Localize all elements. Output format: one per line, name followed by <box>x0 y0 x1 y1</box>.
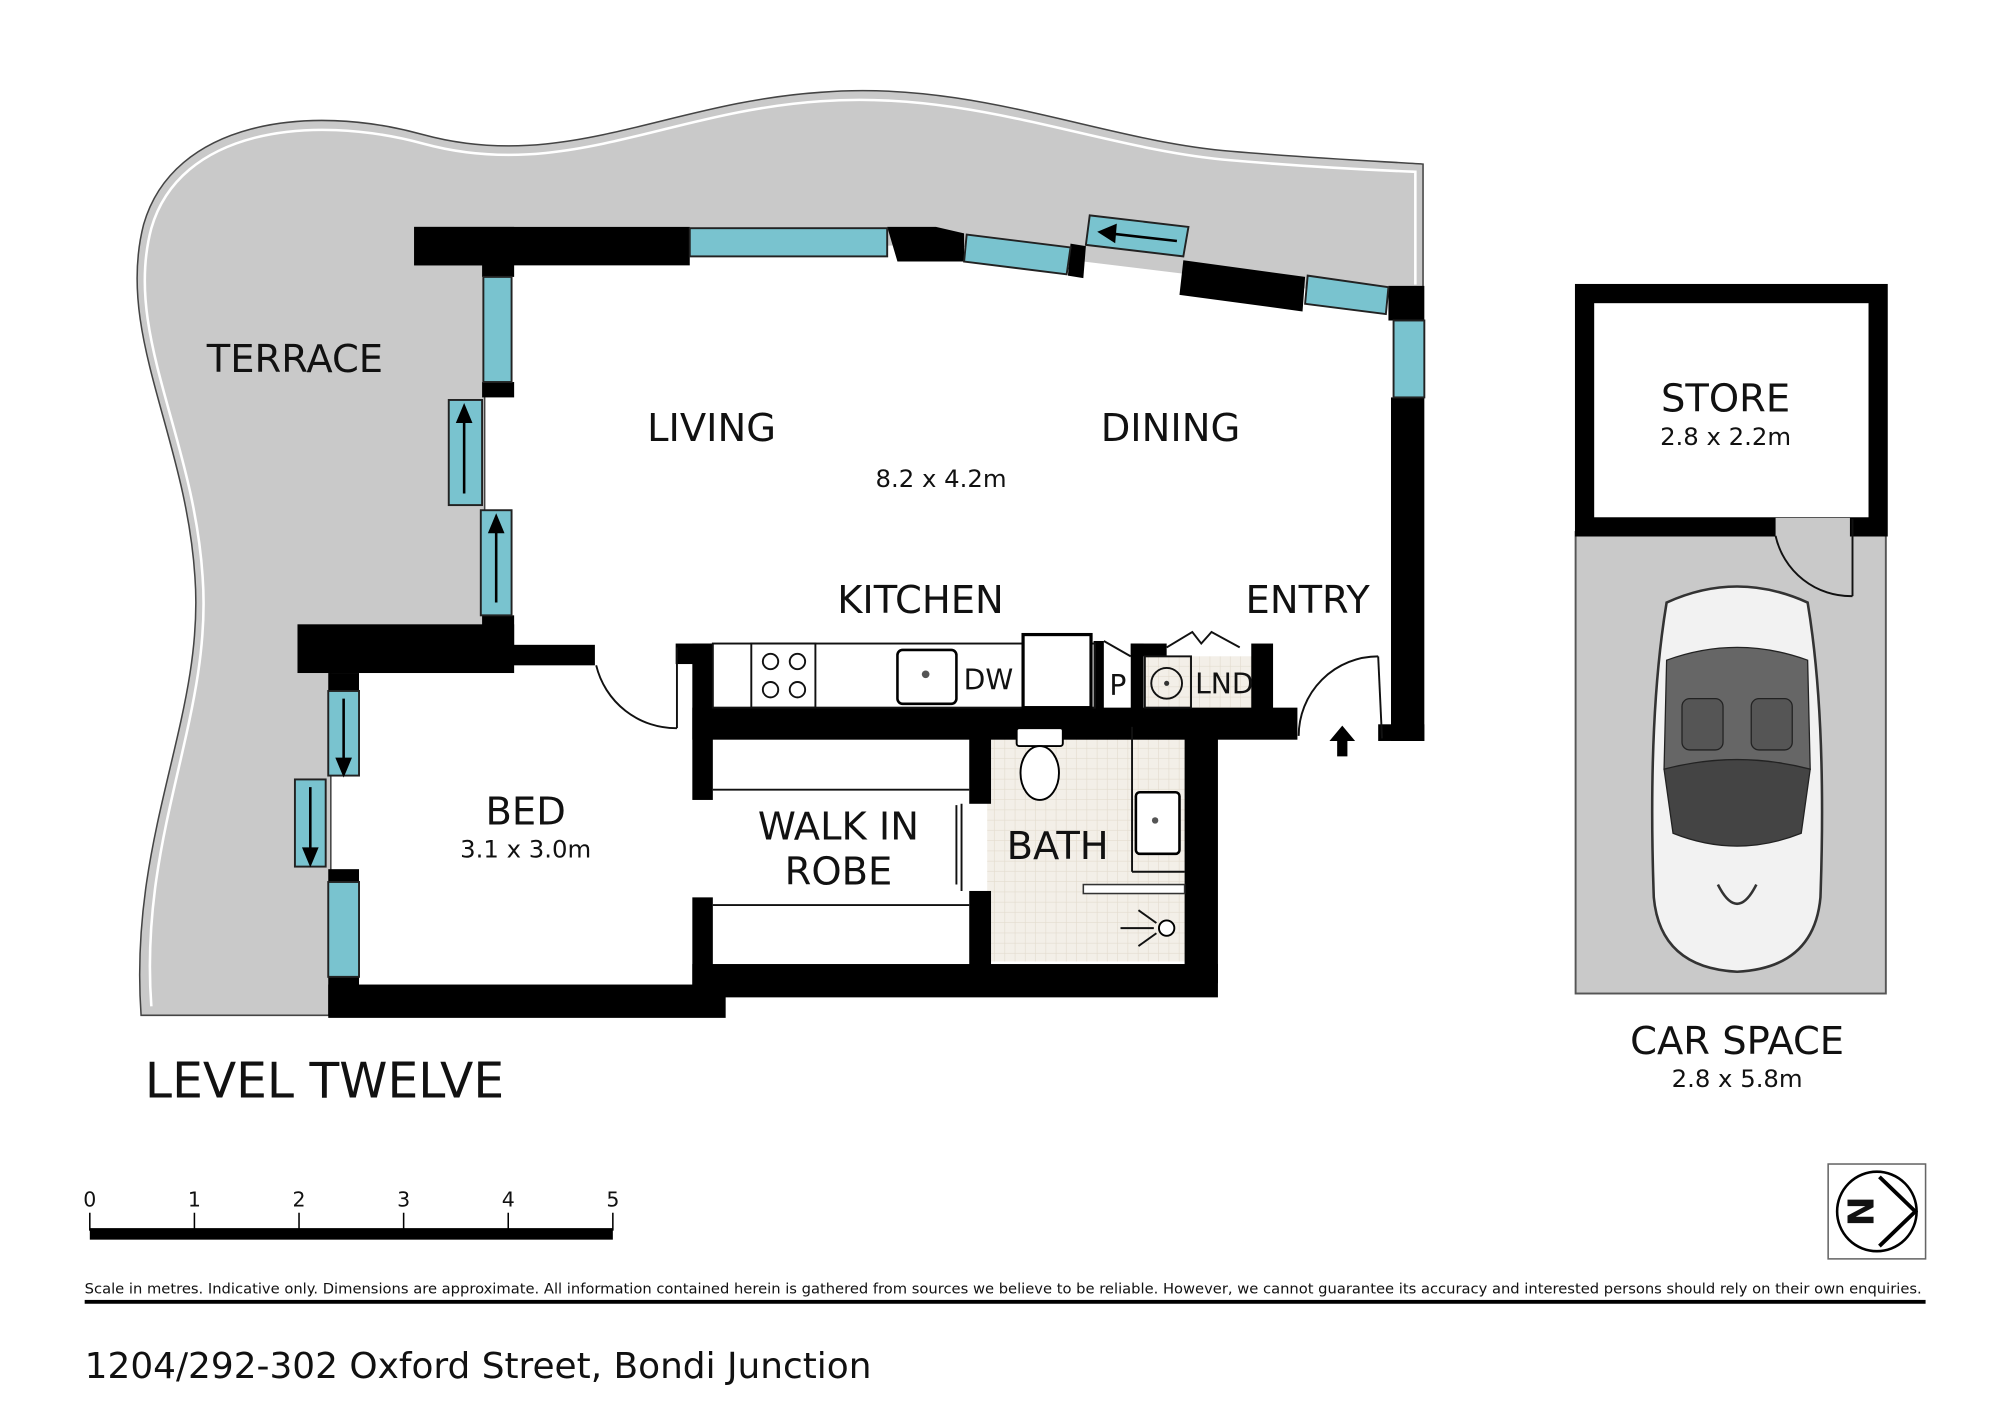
label-dishwasher: DW <box>964 664 1014 697</box>
bed-dims: 3.1 x 3.0m <box>460 835 591 864</box>
room-label-entry: ENTRY <box>1246 578 1371 623</box>
compass-letter: N <box>1838 1196 1879 1226</box>
doors <box>595 630 1383 891</box>
room-label-living: LIVING <box>647 406 776 451</box>
laundry-tub-icon <box>1143 655 1192 709</box>
room-label-dining: DINING <box>1101 406 1241 451</box>
label-pantry: P <box>1109 669 1126 702</box>
north-compass-icon: N <box>1827 1163 1927 1260</box>
cooktop-icon <box>761 652 807 699</box>
level-title: LEVEL TWELVE <box>145 1053 504 1109</box>
room-label-bed: BED <box>486 789 566 834</box>
room-label-store: STORE <box>1661 377 1790 422</box>
kitchen-fixtures <box>711 632 1096 710</box>
label-laundry: LND <box>1195 668 1254 701</box>
scale-tick-label: 4 <box>502 1187 515 1211</box>
room-label-bath: BATH <box>1007 824 1109 869</box>
basin-icon <box>1134 790 1181 856</box>
car-icon <box>1650 585 1824 974</box>
windows <box>293 214 1426 978</box>
store-room <box>1574 283 1888 537</box>
shower-icon <box>1158 919 1176 937</box>
walls <box>297 226 1425 1018</box>
scale-tick-label: 0 <box>83 1187 96 1211</box>
car-space-dims: 2.8 x 5.8m <box>1672 1064 1803 1093</box>
room-label-robe: ROBE <box>785 850 893 895</box>
living-dims: 8.2 x 4.2m <box>876 464 1007 493</box>
scale-tick-label: 3 <box>397 1187 410 1211</box>
store-dims: 2.8 x 2.2m <box>1660 422 1791 451</box>
scale-tick-label: 1 <box>188 1187 201 1211</box>
scale-tick-label: 5 <box>606 1187 619 1211</box>
disclaimer-text: Scale in metres. Indicative only. Dimens… <box>85 1281 1922 1297</box>
room-label-walk-in: WALK IN <box>758 805 919 850</box>
scale-tick-label: 2 <box>293 1187 306 1211</box>
room-label-car-space: CAR SPACE <box>1630 1019 1844 1064</box>
toilet-icon <box>1019 745 1060 801</box>
bath-fixtures <box>1015 726 1186 947</box>
scale-bar: 0 1 2 3 4 5 <box>83 1187 619 1240</box>
sliding-door-arrows <box>301 223 1178 868</box>
terrace-area <box>136 89 1424 1017</box>
room-label-terrace: TERRACE <box>206 337 383 382</box>
entry-arrow-icon <box>1329 725 1356 757</box>
kitchen-sink-icon <box>896 648 958 706</box>
property-address: 1204/292-302 Oxford Street, Bondi Juncti… <box>85 1346 872 1387</box>
room-label-kitchen: KITCHEN <box>837 578 1004 623</box>
